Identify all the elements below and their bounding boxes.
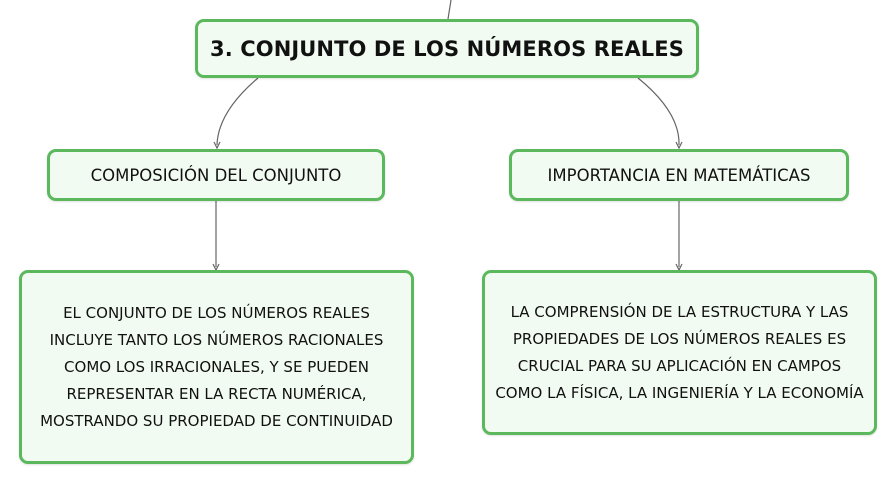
connector-arrow-importancia	[675, 141, 683, 150]
main-topic-label: 3. CONJUNTO DE LOS NÚMEROS REALES	[210, 36, 684, 61]
main-topic-node[interactable]: 3. CONJUNTO DE LOS NÚMEROS REALES	[195, 19, 699, 78]
branch-importancia-node[interactable]: IMPORTANCIA EN MATEMÁTICAS	[509, 149, 849, 201]
connector-main-to-importancia	[637, 77, 680, 146]
detail-importancia-text: LA COMPRENSIÓN DE LA ESTRUCTURA Y LAS PR…	[495, 302, 864, 402]
branch-importancia-label: IMPORTANCIA EN MATEMÁTICAS	[547, 165, 811, 185]
connector-parent-to-main	[447, 0, 452, 20]
connector-arrow-composicion	[213, 141, 221, 150]
detail-composicion-text: EL CONJUNTO DE LOS NÚMEROS REALES INCLUY…	[40, 303, 393, 430]
connector-main-to-composicion	[216, 77, 259, 146]
branch-composicion-label: COMPOSICIÓN DEL CONJUNTO	[90, 165, 342, 185]
detail-importancia-node[interactable]: LA COMPRENSIÓN DE LA ESTRUCTURA Y LAS PR…	[482, 270, 877, 435]
detail-composicion-node[interactable]: EL CONJUNTO DE LOS NÚMEROS REALES INCLUY…	[19, 270, 414, 464]
branch-composicion-node[interactable]: COMPOSICIÓN DEL CONJUNTO	[47, 149, 385, 201]
